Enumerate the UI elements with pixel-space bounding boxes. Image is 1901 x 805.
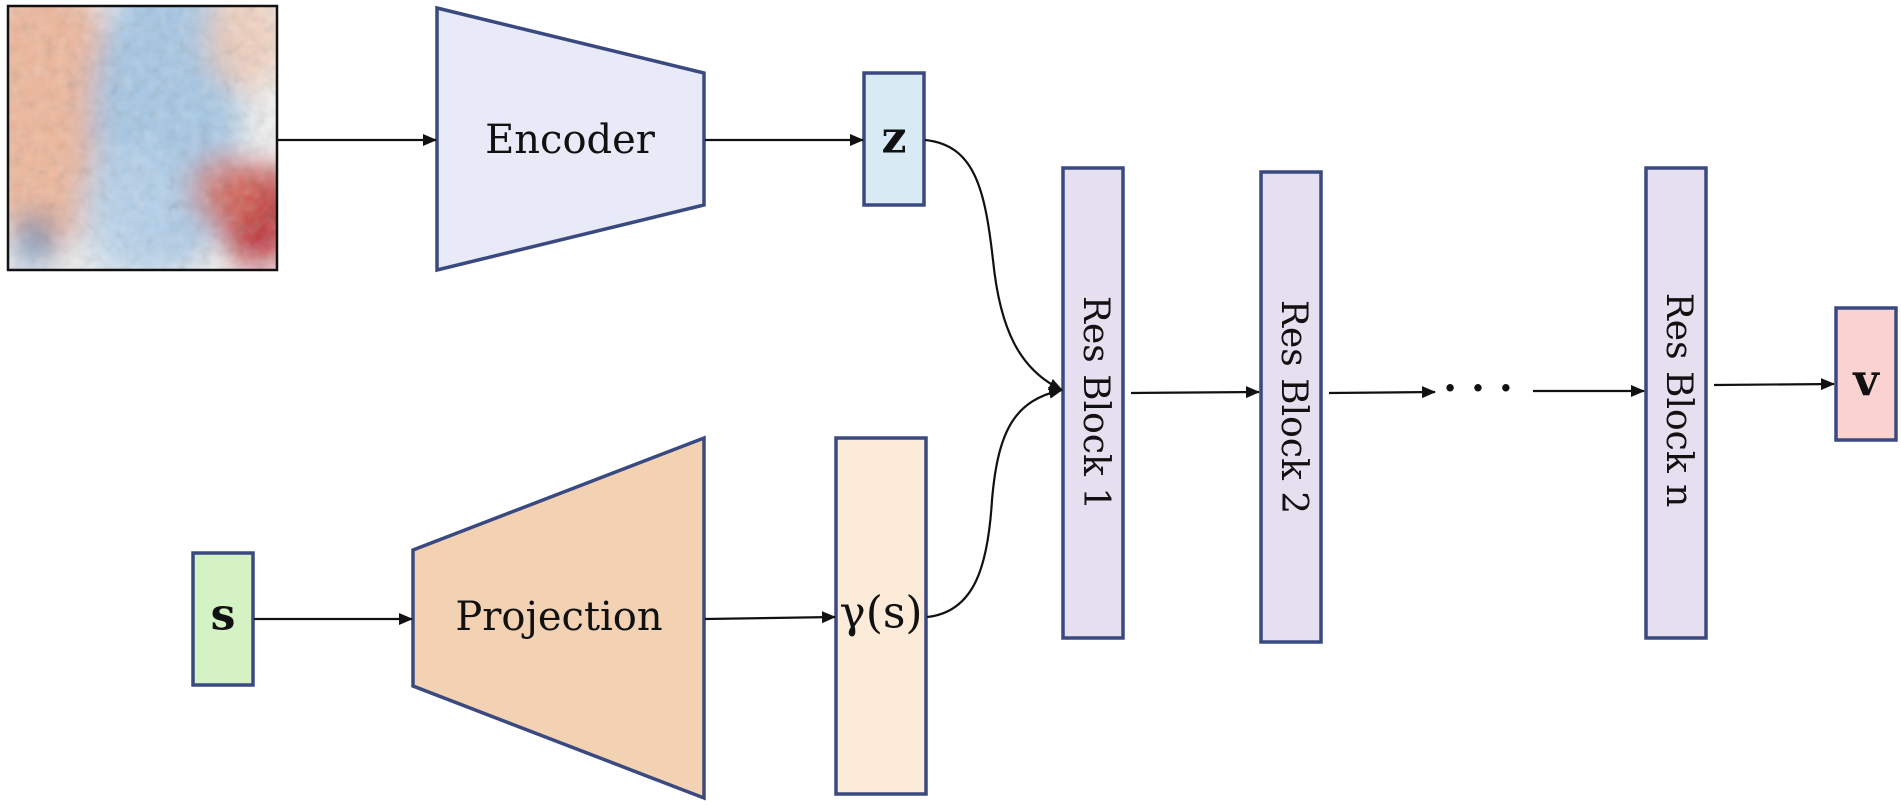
- res-block-label: Res Block 1: [1075, 296, 1116, 510]
- input-s-block: s: [191, 551, 255, 687]
- projection-block: Projection: [411, 435, 706, 801]
- ellipsis: · · ·: [1443, 365, 1513, 412]
- res-block-1: Res Block 1: [1061, 166, 1125, 640]
- output-v-label: v: [1852, 356, 1880, 407]
- latent-z-block: z: [862, 71, 926, 207]
- res-block-n: Res Block n: [1644, 166, 1708, 640]
- connections: [254, 134, 1835, 625]
- latent-z-label: z: [882, 113, 907, 164]
- arrow-resn-to-v: [1713, 378, 1835, 391]
- arrow-res1-to-res2: [1130, 386, 1260, 399]
- res-block-label: Res Block n: [1658, 293, 1699, 508]
- res-block-label: Res Block 2: [1273, 300, 1314, 514]
- output-v-block: v: [1834, 306, 1898, 442]
- input-s-label: s: [211, 590, 236, 641]
- arrow-projection-to-gamma: [704, 611, 836, 624]
- res-block-2: Res Block 2: [1259, 170, 1323, 644]
- arrow-z-to-res-block-1: [924, 138, 1063, 391]
- encoder-block: Encoder: [435, 5, 706, 273]
- input-field-image: [6, 4, 279, 272]
- gamma-s-label: γ(s): [839, 588, 922, 639]
- arrow-gamma-to-res-block-1: [926, 386, 1063, 619]
- encoder-label: Encoder: [485, 117, 656, 163]
- gamma-s-block: γ(s): [834, 436, 928, 796]
- arrow-res2-to-ellipsis: [1328, 386, 1436, 399]
- projection-label: Projection: [455, 594, 662, 640]
